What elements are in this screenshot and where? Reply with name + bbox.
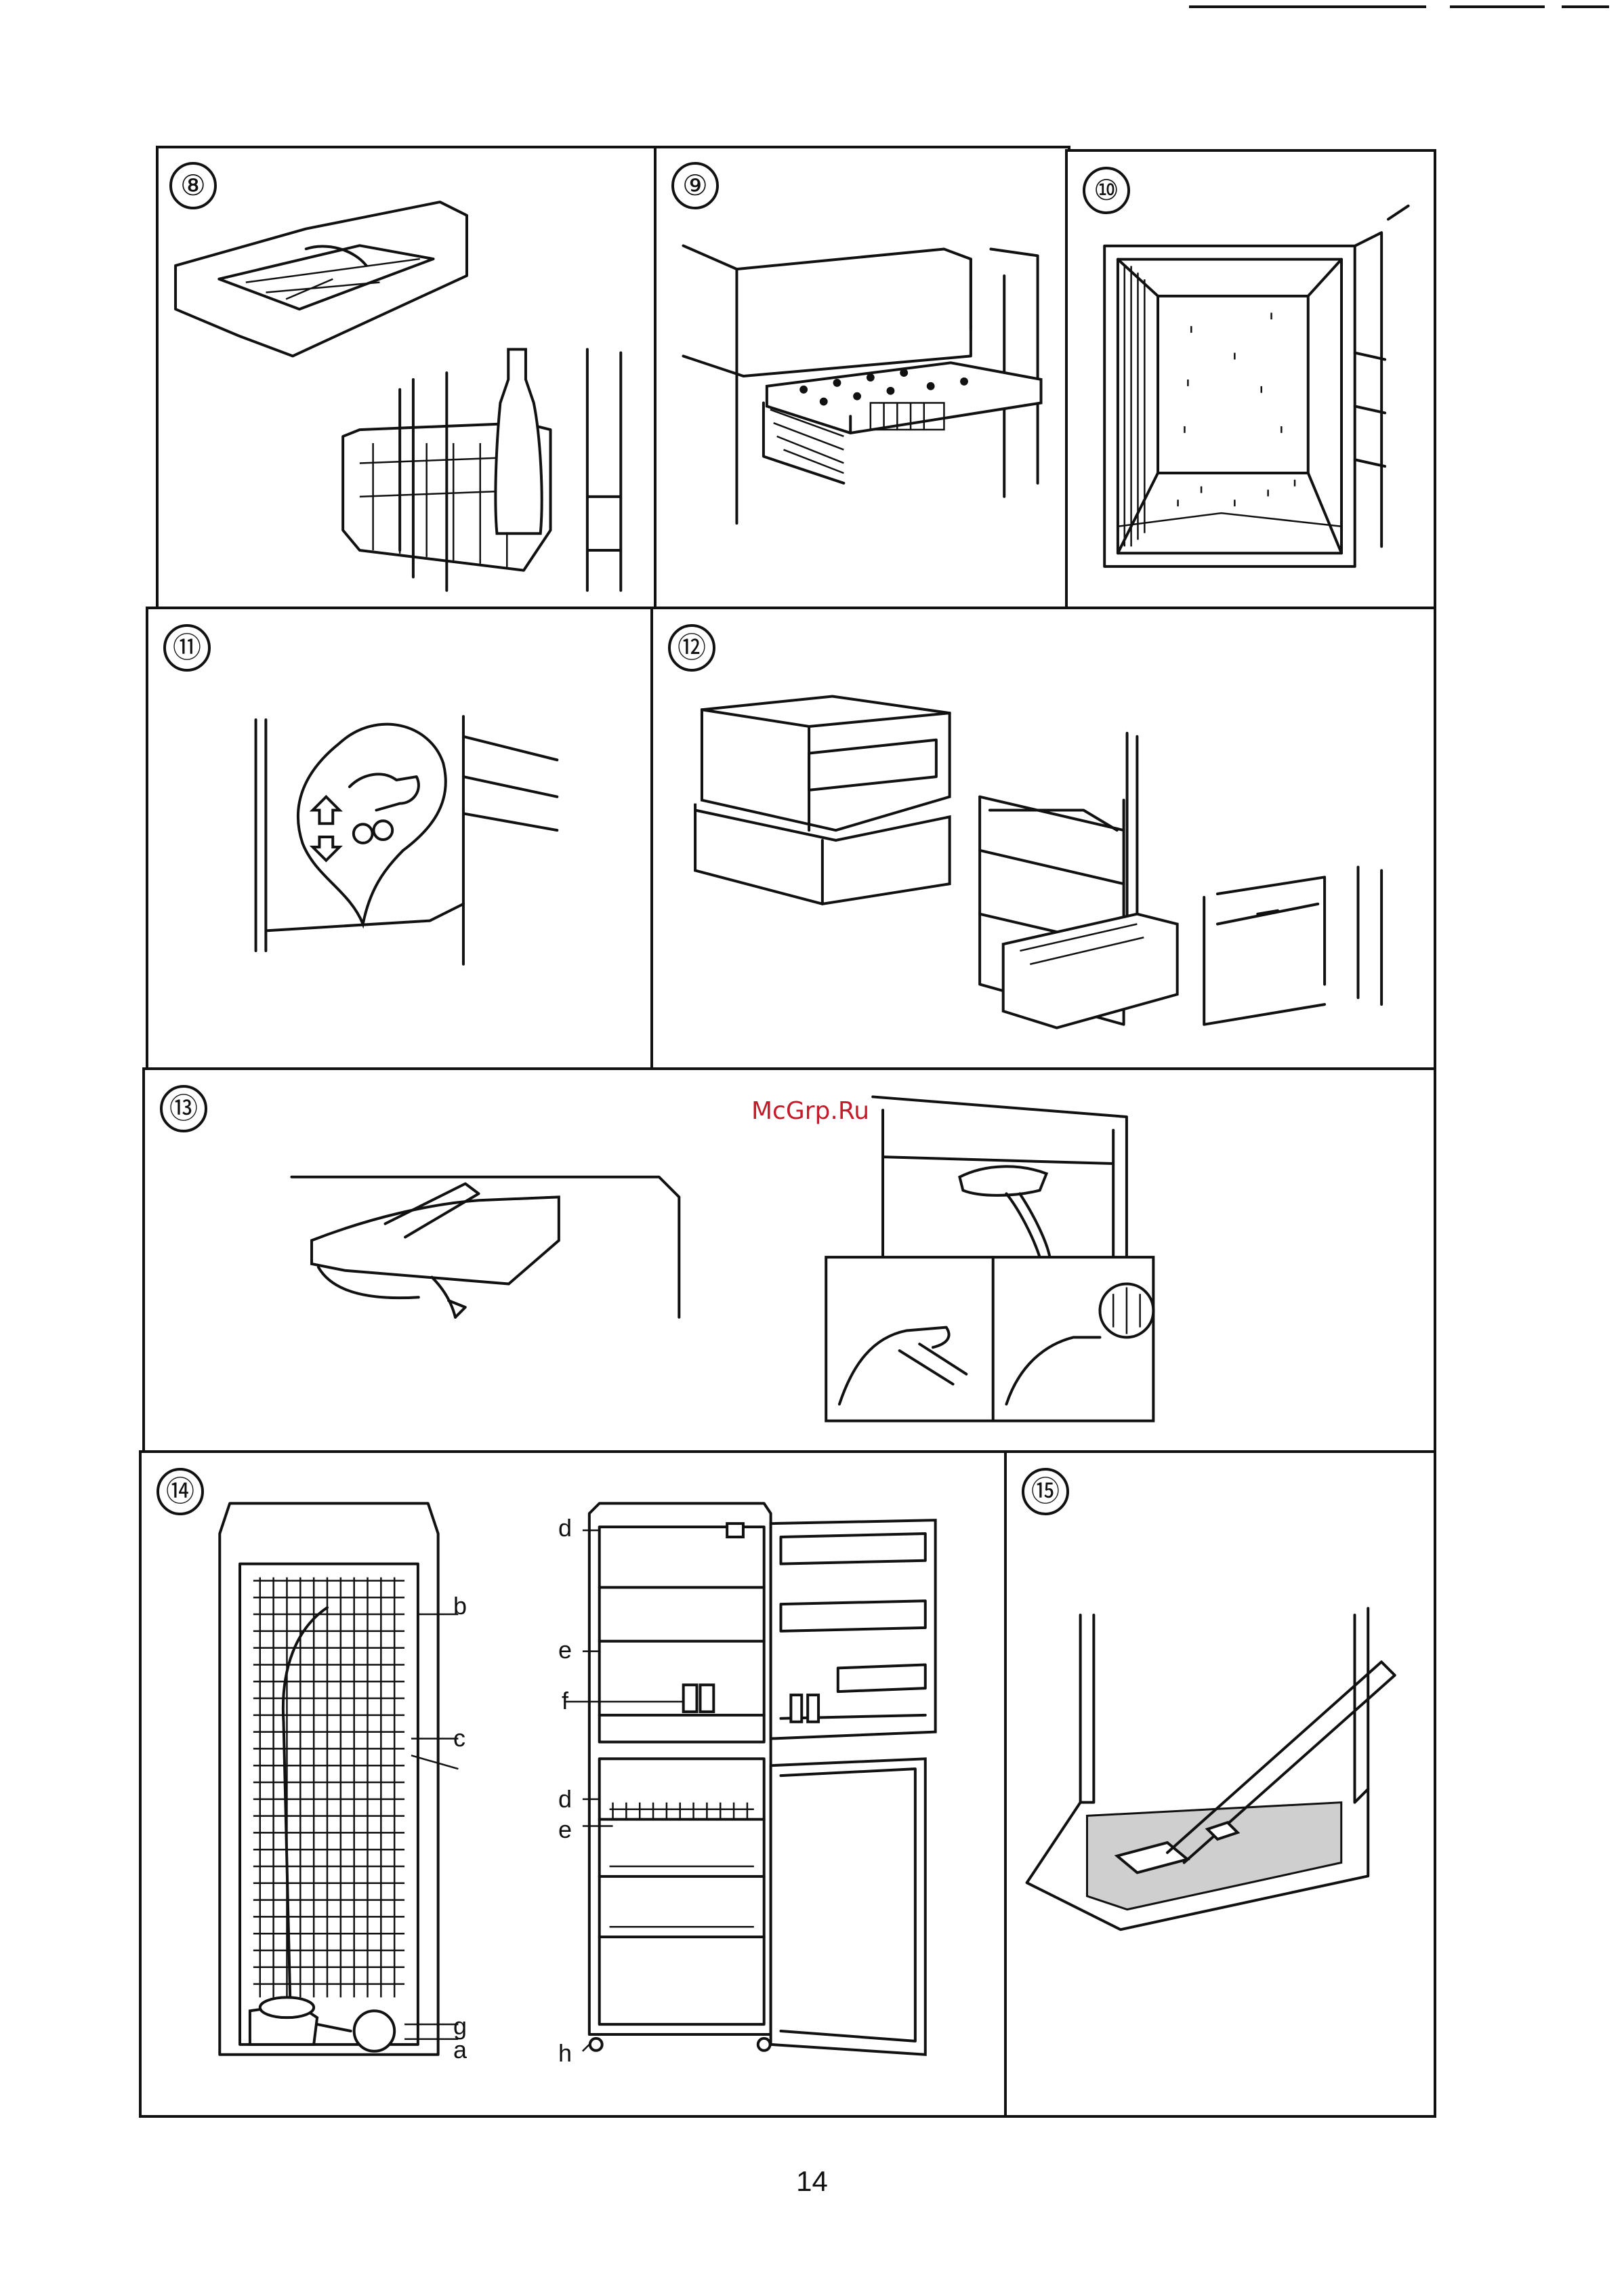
label-e-bottom: e [558,1816,572,1844]
defrosting-interior-illustration [1068,152,1434,607]
panel-number: ⑭ [157,1468,204,1515]
label-c: c [453,1724,465,1752]
panel-number: ⑧ [169,162,217,209]
top-rule-1 [1189,5,1426,8]
label-b: b [453,1592,467,1620]
panel-14: ⑭ b c g a d e f d e h [139,1450,1009,2118]
thermostat-knob-illustration [148,609,658,1068]
panel-number: ⑫ [668,624,715,672]
label-f: f [562,1687,568,1715]
panel-15: ⑮ [1004,1450,1436,2118]
label-d-bottom: d [558,1785,572,1813]
shelf-and-door-tray-illustration [159,148,658,607]
label-h: h [558,2039,572,2068]
panel-13: ⑬ McGrp.Ru [142,1067,1436,1454]
label-d-top: d [558,1514,572,1542]
page-number: 14 [0,2165,1624,2198]
panel-number: ⑩ [1083,167,1130,214]
panel-9: ⑨ [654,146,1070,610]
top-rule-3 [1562,5,1609,8]
panel-number: ⑮ [1022,1468,1069,1515]
panel-11: ⑪ [146,607,661,1071]
panel-8: ⑧ [156,146,661,610]
fridge-back-and-front-illustration [142,1453,1007,2115]
panel-number: ⑨ [671,162,719,209]
panel-12: ⑫ [650,607,1436,1071]
watermark: McGrp.Ru [751,1097,869,1125]
panel-number: ⑬ [160,1085,207,1132]
top-rule-2 [1450,5,1545,8]
lamp-replacement-illustration [145,1070,1434,1451]
label-e-top: e [558,1636,572,1664]
freezer-drawer-illustration [657,148,1068,607]
label-a: a [453,2036,467,2064]
panel-10: ⑩ [1065,149,1436,610]
crisper-drawers-illustration [653,609,1434,1068]
cleaning-drain-illustration [1007,1453,1434,2115]
panel-number: ⑪ [163,624,211,672]
